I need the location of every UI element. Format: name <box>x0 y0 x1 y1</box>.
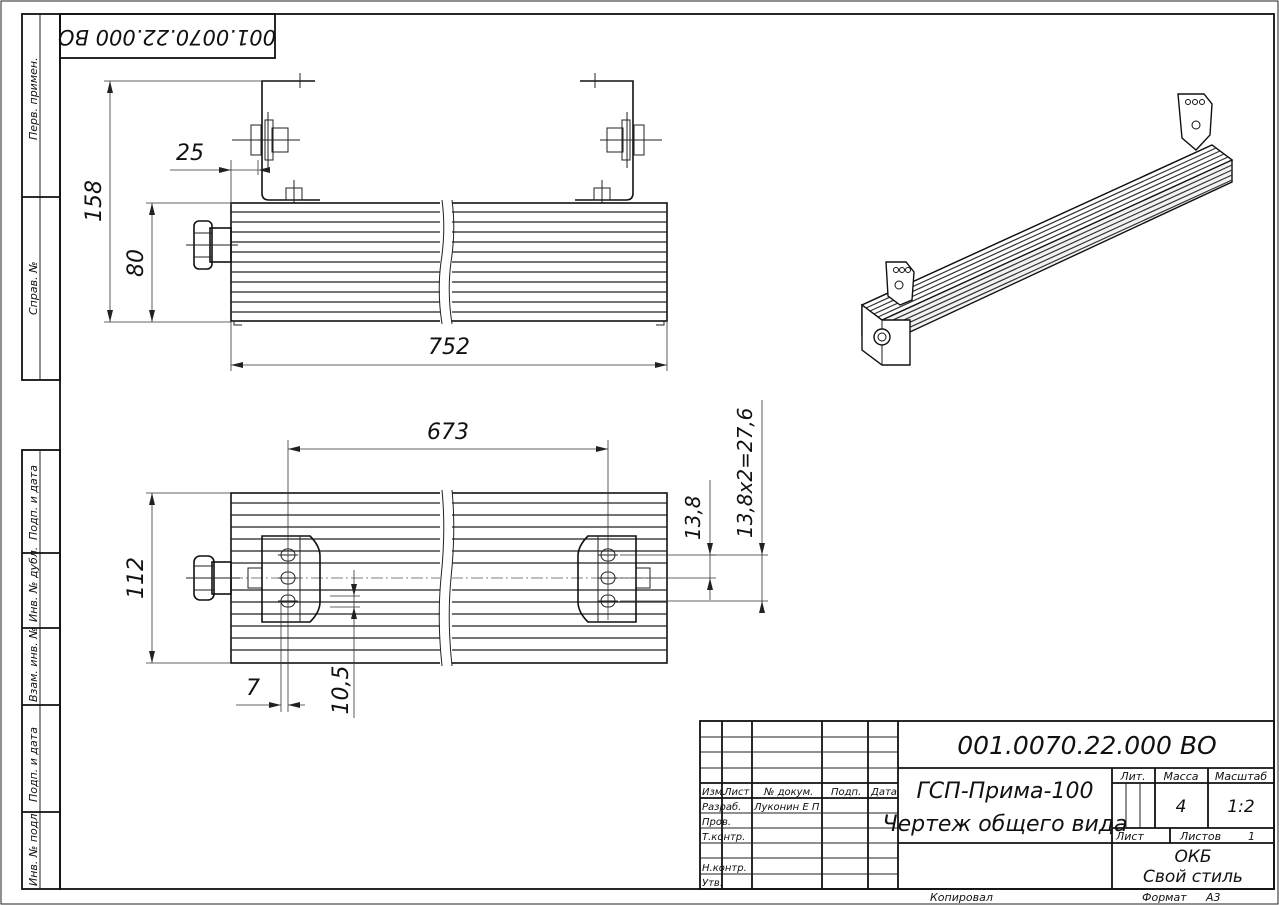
dimension-752: 752 <box>230 321 668 371</box>
top-view: 673 112 13,8 13,8x2=27,6 <box>124 400 768 718</box>
right-bracket <box>575 80 634 201</box>
title-block: 001.0070.22.000 ВО ГСП-Прима-100 Чертеж … <box>699 720 1275 890</box>
dim-13-8x2-label: 13,8x2=27,6 <box>733 408 757 538</box>
document-type: Чертеж общего вида <box>883 812 1128 837</box>
format-value: А3 <box>1205 891 1221 904</box>
side-strip: Перв. примен. Справ. № Подп. и дата Инв.… <box>21 13 61 890</box>
role-approved: Утв. <box>702 878 723 889</box>
left-bracket <box>261 80 320 201</box>
side-perv-primen: Перв. примен. <box>27 57 40 140</box>
hdr-date: Дата <box>870 787 897 798</box>
side-inv-podl: Инв. № подл. <box>27 810 40 886</box>
break-line-left <box>438 199 445 325</box>
format-label: Формат <box>1142 891 1187 904</box>
dimension-158: 158 <box>82 80 262 323</box>
rotated-code-box: 001.0070.22.000 ВО <box>58 13 276 59</box>
hdr-lit: Лит. <box>1119 770 1145 783</box>
dimension-7: 7 <box>236 600 305 712</box>
iso-left-bracket <box>885 261 915 306</box>
dimension-80: 80 <box>124 202 231 322</box>
iso-right-bracket <box>1177 93 1213 151</box>
dim-112-label: 112 <box>124 557 149 599</box>
dimension-13-8x2: 13,8x2=27,6 <box>620 400 768 613</box>
copied-label: Копировал <box>930 891 993 904</box>
role-tech-control: Т.контр. <box>702 832 745 843</box>
dimension-10-5: 10,5 <box>329 570 360 718</box>
title-code: 001.0070.22.000 ВО <box>957 731 1217 760</box>
hdr-doc-no: № докум. <box>763 787 813 798</box>
org-line2: Свой стиль <box>1143 867 1243 887</box>
cable-gland-front <box>186 220 238 270</box>
side-vzam-inv: Взам. инв. № <box>27 627 40 702</box>
side-podp-data-bottom: Подп. и дата <box>27 727 40 802</box>
break-line-right <box>448 199 455 325</box>
dim-673-label: 673 <box>427 420 469 445</box>
org-line1: ОКБ <box>1174 847 1211 867</box>
hdr-sign: Подп. <box>831 787 861 798</box>
scale-value: 1:2 <box>1227 797 1254 817</box>
isometric-view <box>860 93 1234 366</box>
dim-7-label: 7 <box>246 676 260 701</box>
dimension-673: 673 <box>287 420 608 540</box>
hdr-sheet: Лист <box>1115 830 1144 843</box>
cable-gland-top <box>186 555 240 601</box>
rotated-code-text: 001.0070.22.000 ВО <box>58 25 276 49</box>
hdr-mass: Масса <box>1163 770 1198 783</box>
dim-13-8-label: 13,8 <box>681 495 705 540</box>
hdr-izm: Изм. <box>702 787 726 798</box>
dim-80-label: 80 <box>124 249 149 277</box>
side-sprav-no: Справ. № <box>27 261 40 315</box>
dim-10-5-label: 10,5 <box>329 666 354 715</box>
front-view: 158 80 752 25 <box>82 73 668 371</box>
dimension-25: 25 <box>170 141 270 205</box>
product-name: ГСП-Прима-100 <box>917 779 1094 804</box>
side-inv-dubl: Инв. № дубл. <box>27 547 40 622</box>
left-bolt <box>232 112 300 168</box>
bracket-nuts <box>285 180 611 210</box>
left-mount-plate <box>247 535 321 712</box>
role-norm-control: Н.контр. <box>702 863 747 874</box>
sheets-value: 1 <box>1248 830 1255 843</box>
dimension-112: 112 <box>124 492 231 664</box>
hdr-scale: Масштаб <box>1215 770 1267 783</box>
right-bolt <box>600 112 662 168</box>
role-developer: Разраб. <box>702 801 741 813</box>
right-mount-plate <box>577 440 651 623</box>
mass-value: 4 <box>1176 797 1187 817</box>
dim-25-label: 25 <box>176 141 204 166</box>
role-checker: Пров. <box>702 817 731 828</box>
dim-752-label: 752 <box>428 335 470 360</box>
hdr-list: Лист <box>723 787 751 798</box>
dimension-13-8: 13,8 <box>620 480 716 600</box>
dim-158-label: 158 <box>82 180 107 222</box>
side-podp-data-top: Подп. и дата <box>27 465 40 540</box>
hdr-sheets: Листов <box>1179 830 1221 843</box>
iso-ribs <box>865 147 1233 341</box>
developer-name: Луконин Е П <box>753 802 820 813</box>
